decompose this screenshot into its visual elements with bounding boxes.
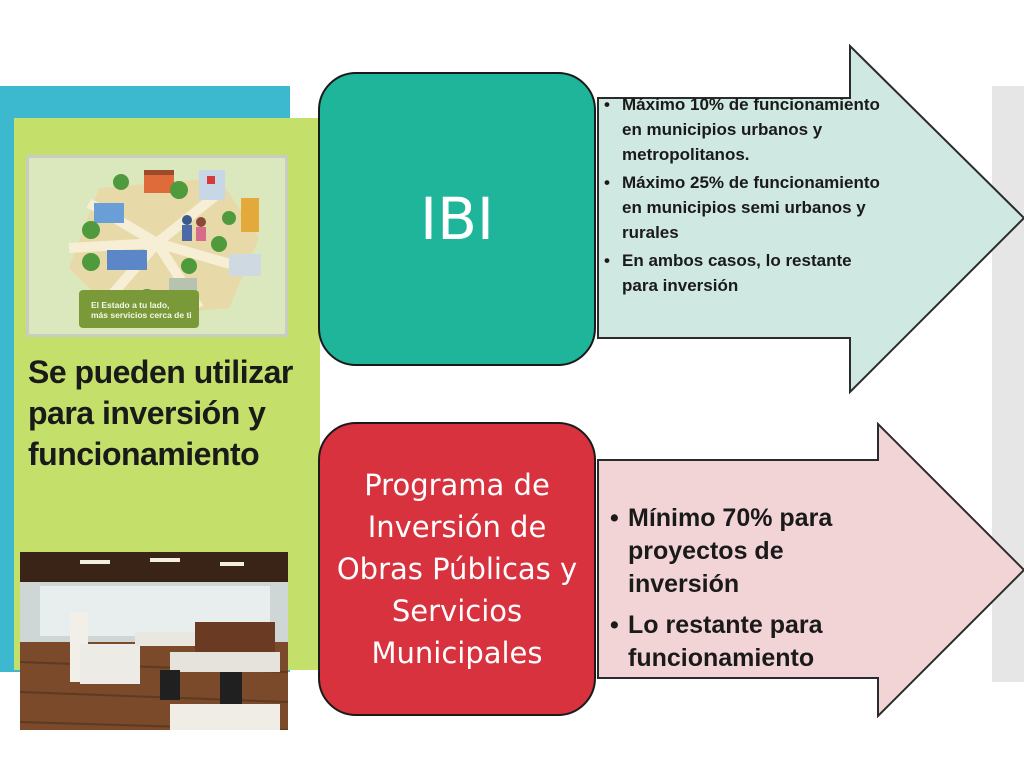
- office-photo: [20, 552, 288, 730]
- programa-label: Programa de Inversión de Obras Públicas …: [336, 468, 578, 670]
- ibi-box: IBI: [318, 72, 596, 366]
- city-services-illustration: El Estado a tu lado, más servicios cerca…: [26, 155, 288, 337]
- left-panel-text: Se pueden utilizar para inversión y func…: [28, 354, 293, 472]
- ibi-bullet-list: Máximo 10% de funcionamiento en municipi…: [600, 92, 890, 301]
- programa-box: Programa de Inversión de Obras Públicas …: [318, 422, 596, 716]
- programa-bullet-list: Mínimo 70% para proyectos de inversión L…: [606, 502, 886, 683]
- ibi-bullet-3: En ambos casos, lo restante para inversi…: [600, 248, 890, 298]
- programa-bullet-2: Lo restante para funcionamiento: [606, 609, 886, 675]
- ibi-bullet-2: Máximo 25% de funcionamiento en municipi…: [600, 170, 890, 245]
- caption-line-1: El Estado a tu lado,: [91, 300, 170, 310]
- illustration-caption: El Estado a tu lado, más servicios cerca…: [91, 300, 192, 320]
- caption-line-2: más servicios cerca de ti: [91, 310, 192, 320]
- ibi-label: IBI: [419, 185, 494, 253]
- programa-bullet-1: Mínimo 70% para proyectos de inversión: [606, 502, 886, 601]
- ibi-bullet-1: Máximo 10% de funcionamiento en municipi…: [600, 92, 890, 167]
